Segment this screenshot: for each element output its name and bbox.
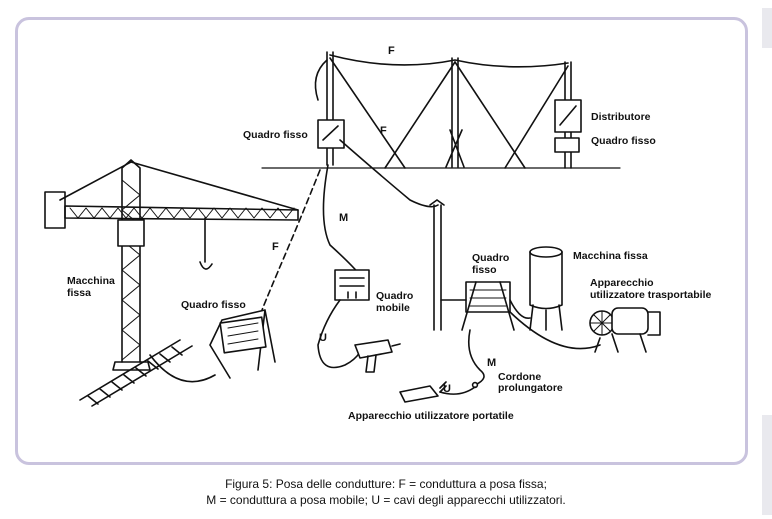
quadro-fisso-centre-grid [469,289,507,307]
machine-wheel-spokes [589,310,615,336]
installation-diagram: F F F M M U U Quadro fisso Distributore … [44,45,712,422]
quadro-fisso-right-box [554,137,580,153]
label-u-left: U [319,332,327,344]
label-quadro-mobile-2: mobile [376,302,410,314]
crane-stays [59,161,299,211]
crane-jib [64,205,299,221]
machine-stand [594,333,647,353]
quadro-mobile-box [334,269,370,301]
cable-m-cordone [467,329,485,386]
caption-line-1: Figura 5: Posa delle condutture: F = con… [225,477,547,491]
machine-motor [647,311,661,336]
crane-cabin [117,219,145,247]
drill-bit [391,343,401,347]
crane-counterweight [44,191,66,229]
tent-rope-top [329,54,569,68]
machine-body [611,307,649,335]
label-apparecchio-portatile: Apparecchio utilizzatore portatile [348,410,514,422]
quadro-fisso-left-box [219,316,267,354]
page-edge-mark [758,0,772,519]
label-quadro-fisso-centre-2: fisso [472,264,497,276]
quadro-fisso-left-grid [227,322,259,345]
drill-handle [365,354,377,373]
label-cordone-2: prolungatore [498,382,563,394]
label-distributore: Distributore [591,111,651,123]
cable-m-top-to-mobile [322,164,361,276]
crane-jib-lattice [69,207,295,219]
label-macchina-fissa-right: Macchina fissa [573,250,648,262]
cable-f-dashed [261,169,321,311]
crane-tower-lattice [121,179,141,361]
label-f-top: F [388,45,395,57]
pole-mid [445,57,465,168]
caption-line-2: M = conduttura a posa mobile; U = cavi d… [206,493,566,507]
label-cordone-1: Cordone [498,371,541,383]
tent-rope-diag-1 [329,57,406,169]
label-quadro-fisso-left: Quadro fisso [181,299,246,311]
figure-caption: Figura 5: Posa delle condutture: F = con… [0,476,772,508]
tent-rope-left [314,59,328,101]
label-m-mid: M [339,212,348,224]
label-f-mid: F [380,125,387,137]
cable-u-mobile-to-drill [317,299,361,369]
silo-top [529,246,563,258]
silo-legs [529,304,563,331]
crane-hook [199,217,213,270]
quadro-mobile-details [339,277,365,299]
portatile-plug [439,381,447,393]
crane-base [112,361,151,371]
cable-quadro-to-machine [509,311,601,350]
drill-body [354,339,393,359]
cable-quadro-to-silo [509,299,531,319]
label-quadro-fisso-top: Quadro fisso [243,129,308,141]
cable-f-top-to-centre [339,139,439,208]
label-u-bottom: U [443,383,451,395]
cable-u-portatile [439,386,476,395]
tent-rope-diag-2 [384,61,456,169]
quadro-fisso-centre-stand [461,281,515,331]
label-f-left: F [272,241,279,253]
centre-post-brace [429,199,445,206]
tent-rope-diag-4 [504,65,569,169]
portatile-tool [399,385,439,403]
cable-crane-to-quadro [149,354,216,383]
quadro-fisso-top-mark [322,125,339,141]
crane-rails [79,339,193,407]
label-macchina-fissa-left-2: fissa [67,287,91,299]
centre-post [433,204,442,331]
tent-rope-diag-3 [454,61,526,169]
silo-body [529,251,563,310]
quadro-fisso-centre-box [465,281,511,313]
label-apparecchio-trasportabile-2: utilizzatore trasportabile [590,289,712,301]
distributore-mark [559,105,577,126]
label-quadro-fisso-right: Quadro fisso [591,135,656,147]
label-quadro-fisso-centre-1: Quadro [472,252,509,264]
label-macchina-fissa-left-1: Macchina [67,275,115,287]
label-m-bottom: M [487,357,496,369]
label-apparecchio-trasportabile-1: Apparecchio [590,277,654,289]
quadro-fisso-top-box [317,119,345,149]
label-quadro-mobile-1: Quadro [376,290,413,302]
